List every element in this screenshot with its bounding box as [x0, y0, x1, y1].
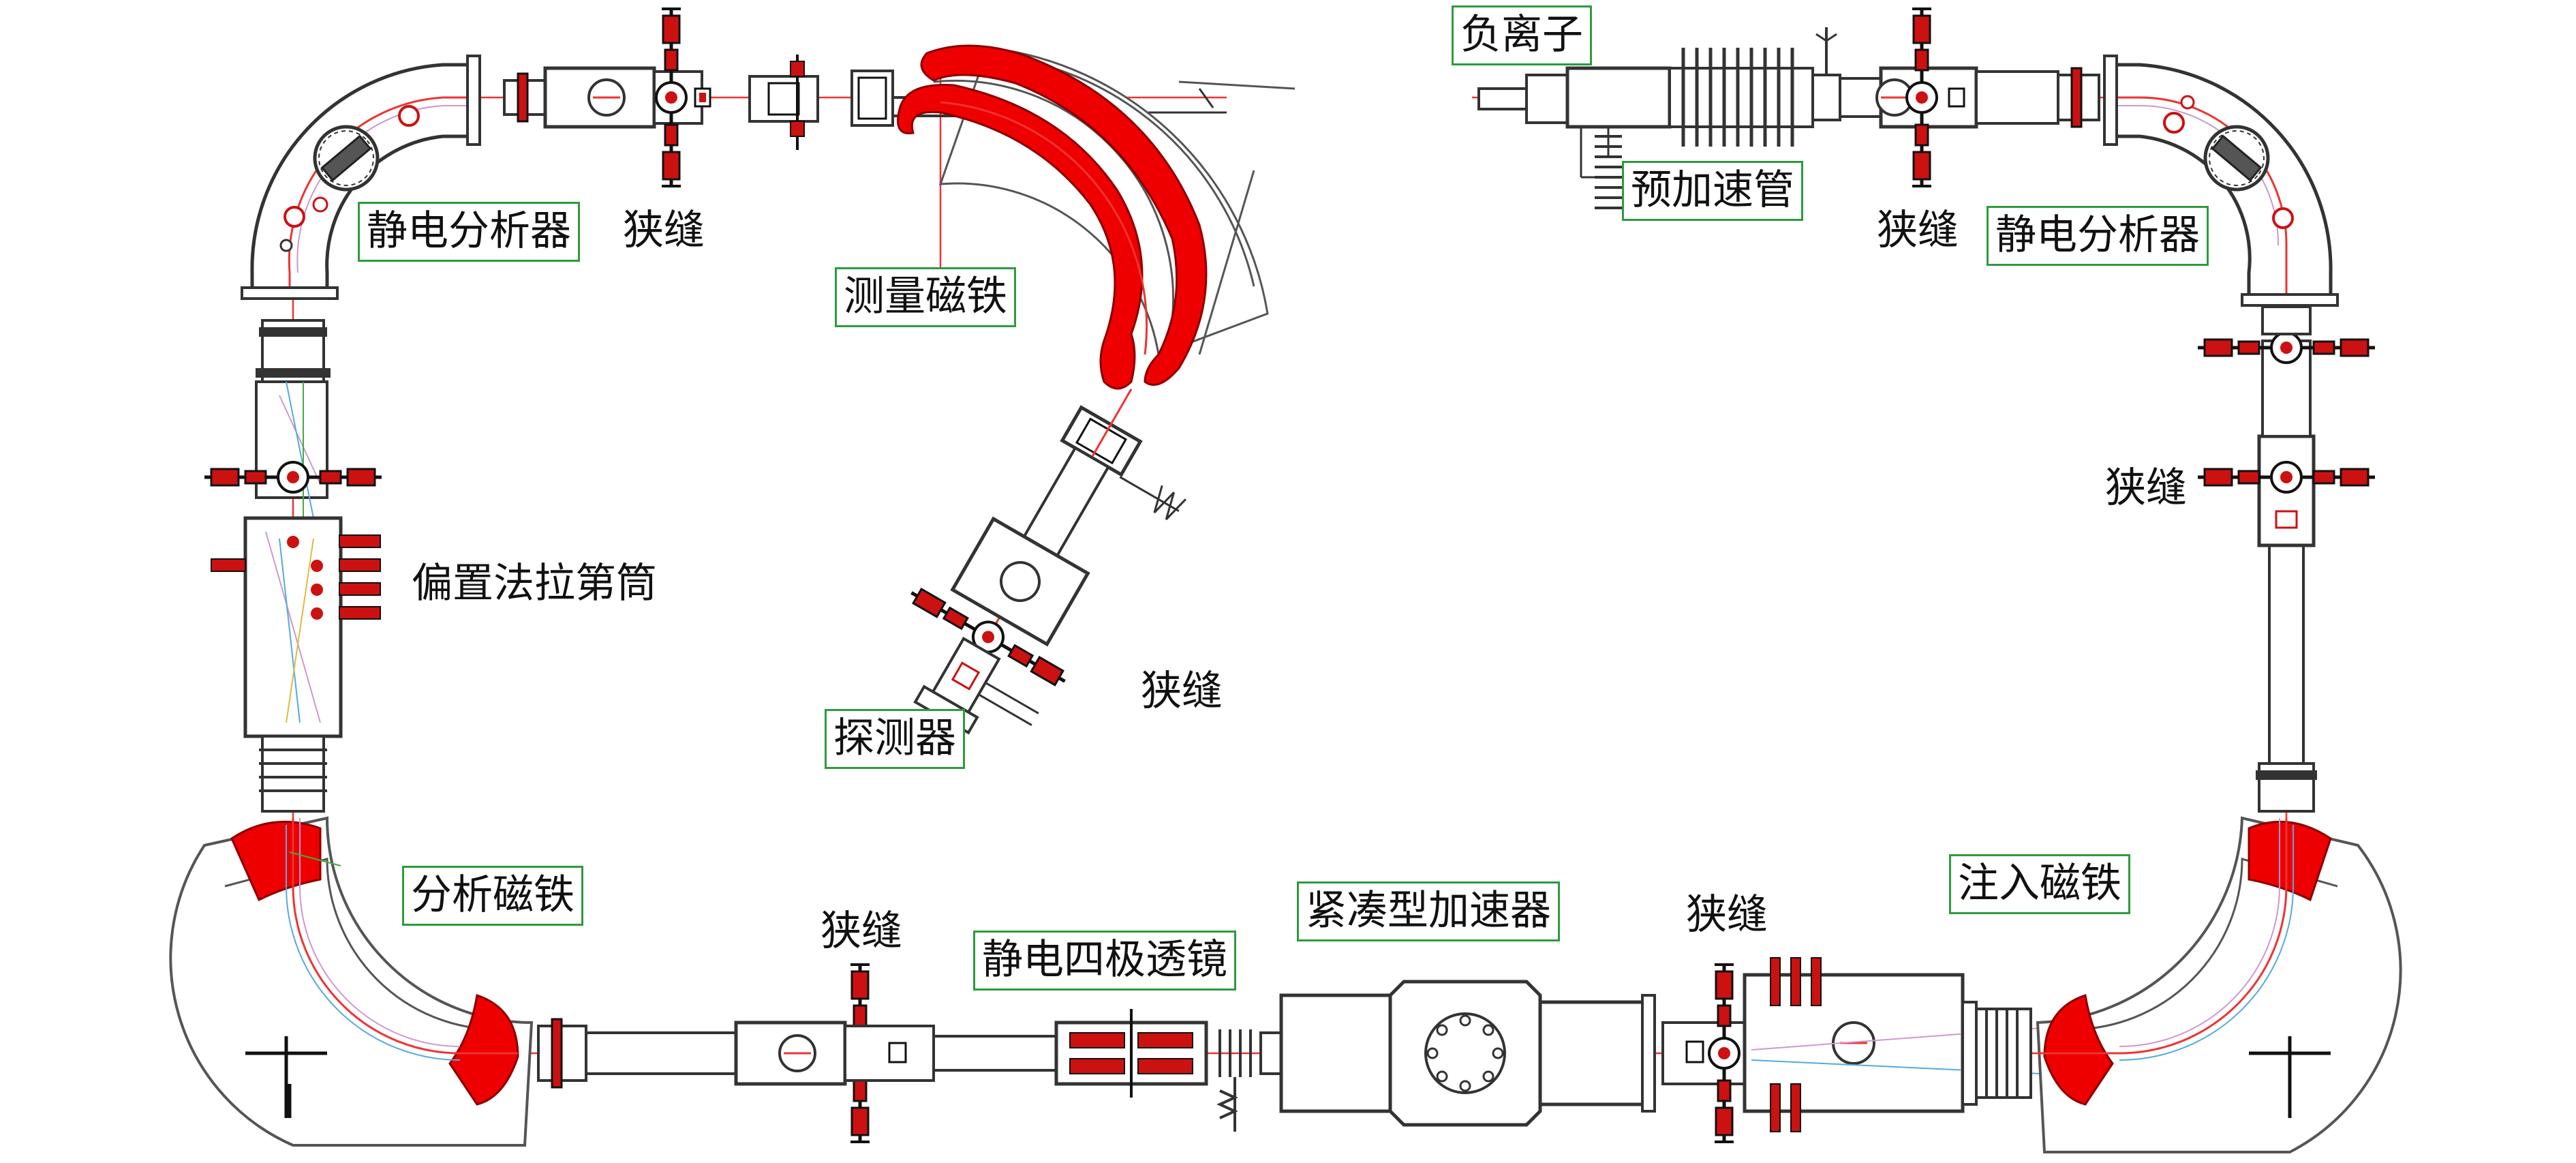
faraday-cup-electrodes-icon: [211, 534, 381, 620]
bottom-beamline: [537, 965, 1283, 1142]
axis-markers: [288, 1084, 2292, 1118]
label-slit-top-left: 狭缝: [623, 207, 705, 254]
pre-accelerator-tube-icon: [1668, 48, 1814, 147]
measuring-magnet: [897, 44, 1295, 390]
right-vertical-beamline: [2198, 305, 2375, 813]
label-detector: 探测器: [825, 709, 965, 769]
label-biased-faraday-cup: 偏置法拉第筒: [412, 560, 657, 607]
bellows-icon: [1216, 1029, 1252, 1132]
label-slit-detector: 狭缝: [1141, 667, 1223, 715]
detector-branch: [865, 388, 1186, 735]
left-vertical-beamline: [204, 319, 382, 813]
source-bellows-icon: [1595, 135, 1622, 209]
ion-source-beamline: [1477, 9, 2100, 209]
esa-left-electrode-icon: [313, 125, 380, 192]
label-compact-accelerator: 紧凑型加速器: [1297, 881, 1560, 941]
label-esa-right: 静电分析器: [1987, 206, 2209, 266]
injection-magnet-pole-top-icon: [2248, 820, 2332, 902]
quadrupole-lens-icon: [1054, 1009, 1208, 1098]
measuring-magnet-coil-inner-icon: [897, 83, 1144, 390]
measuring-magnet-coil-outer-icon: [920, 44, 1208, 386]
analyzing-magnet: [169, 816, 534, 1147]
analyzing-magnet-pole-bottom-icon: [448, 994, 519, 1106]
analyzing-magnet-pole-top-icon: [230, 820, 322, 902]
label-slit-bottom-left: 狭缝: [821, 907, 902, 955]
label-analyzing-magnet: 分析磁铁: [402, 866, 583, 926]
label-pre-accelerator-tube: 预加速管: [1622, 161, 1803, 221]
label-slit-bottom-right: 狭缝: [1686, 891, 1768, 939]
label-esa-left: 静电分析器: [358, 202, 580, 262]
label-slit-right: 狭缝: [2105, 464, 2187, 512]
label-slit-top-right: 狭缝: [1877, 207, 1959, 254]
label-injection-magnet: 注入磁铁: [1949, 854, 2130, 914]
esa-left-bend: [241, 55, 481, 300]
injection-lens-electrodes-icon: [1770, 957, 1822, 1132]
injection-magnet-pole-bottom-icon: [2043, 994, 2114, 1106]
compact-accelerator: [1279, 980, 1656, 1127]
esa-right-bend: [2103, 55, 2339, 307]
esa-right-electrode-icon: [2203, 125, 2270, 192]
label-negative-ion-source: 负离子: [1452, 5, 1592, 65]
label-electrostatic-quadrupole-lens: 静电四极透镜: [973, 931, 1236, 991]
injection-magnet: [2036, 816, 2402, 1153]
label-measuring-magnet: 测量磁铁: [835, 267, 1016, 327]
